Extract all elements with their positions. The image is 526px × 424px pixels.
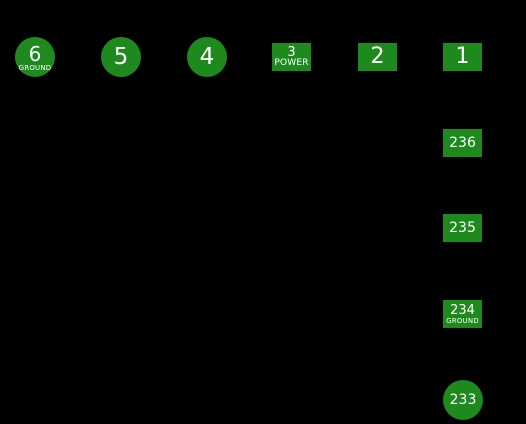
pad-235[interactable]: 235 [443,214,482,242]
pad-number: 1 [455,44,470,69]
pad-number: 3 [287,45,296,60]
pad-number: 5 [113,43,129,70]
pad-5[interactable]: 5 [101,37,141,77]
pad-number: 235 [449,220,476,236]
pad-number: 4 [199,43,215,70]
pad-3-power[interactable]: 3 POWER [272,43,311,71]
pad-234-ground[interactable]: 234 GROUND [443,300,482,328]
pad-label: POWER [274,58,309,68]
pad-number: 2 [370,44,385,69]
pad-number: 234 [450,302,475,318]
pad-6-ground[interactable]: 6 GROUND [15,37,55,77]
pad-233[interactable]: 233 [443,380,483,420]
pad-236[interactable]: 236 [443,129,482,157]
pad-number: 6 [28,42,42,66]
pad-number: 233 [449,392,477,408]
pad-4[interactable]: 4 [187,37,227,77]
pad-1[interactable]: 1 [443,43,482,71]
pad-label: GROUND [446,316,479,325]
pad-number: 236 [449,135,476,151]
pad-2[interactable]: 2 [358,43,397,71]
pad-label: GROUND [18,64,52,72]
